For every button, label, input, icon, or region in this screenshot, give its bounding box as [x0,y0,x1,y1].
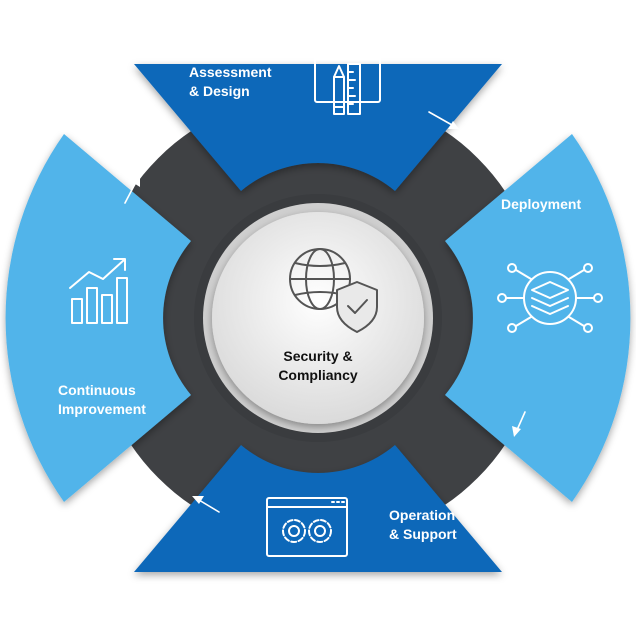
segment-operation-support [134,445,502,572]
center-disc [212,212,424,424]
segment-continuous-improvement [5,134,191,502]
bar-chart-growth-icon [69,258,128,324]
center-label-security-compliancy: Security & Compliancy [278,348,358,383]
blueprint-ruler-pencil-icon [314,49,381,115]
arrow-to-assessment [124,175,140,204]
arrow-to-deployment [428,111,459,129]
segment-label-operation-support: Operation & Support [389,507,457,542]
arrow-to-improvement [192,496,220,513]
gear-browser-window-icon [266,497,348,557]
layers-network-icon [497,263,603,333]
segment-label-assessment-design: Assessment & Design [189,64,272,99]
segment-assessment-design [134,64,502,191]
segment-deployment [445,134,631,502]
globe-shield-icon [289,248,378,333]
segment-label-deployment: Deployment [501,196,582,212]
segment-label-continuous-improvement: Continuous Improvement [58,382,146,417]
arrow-to-operation [512,411,526,437]
